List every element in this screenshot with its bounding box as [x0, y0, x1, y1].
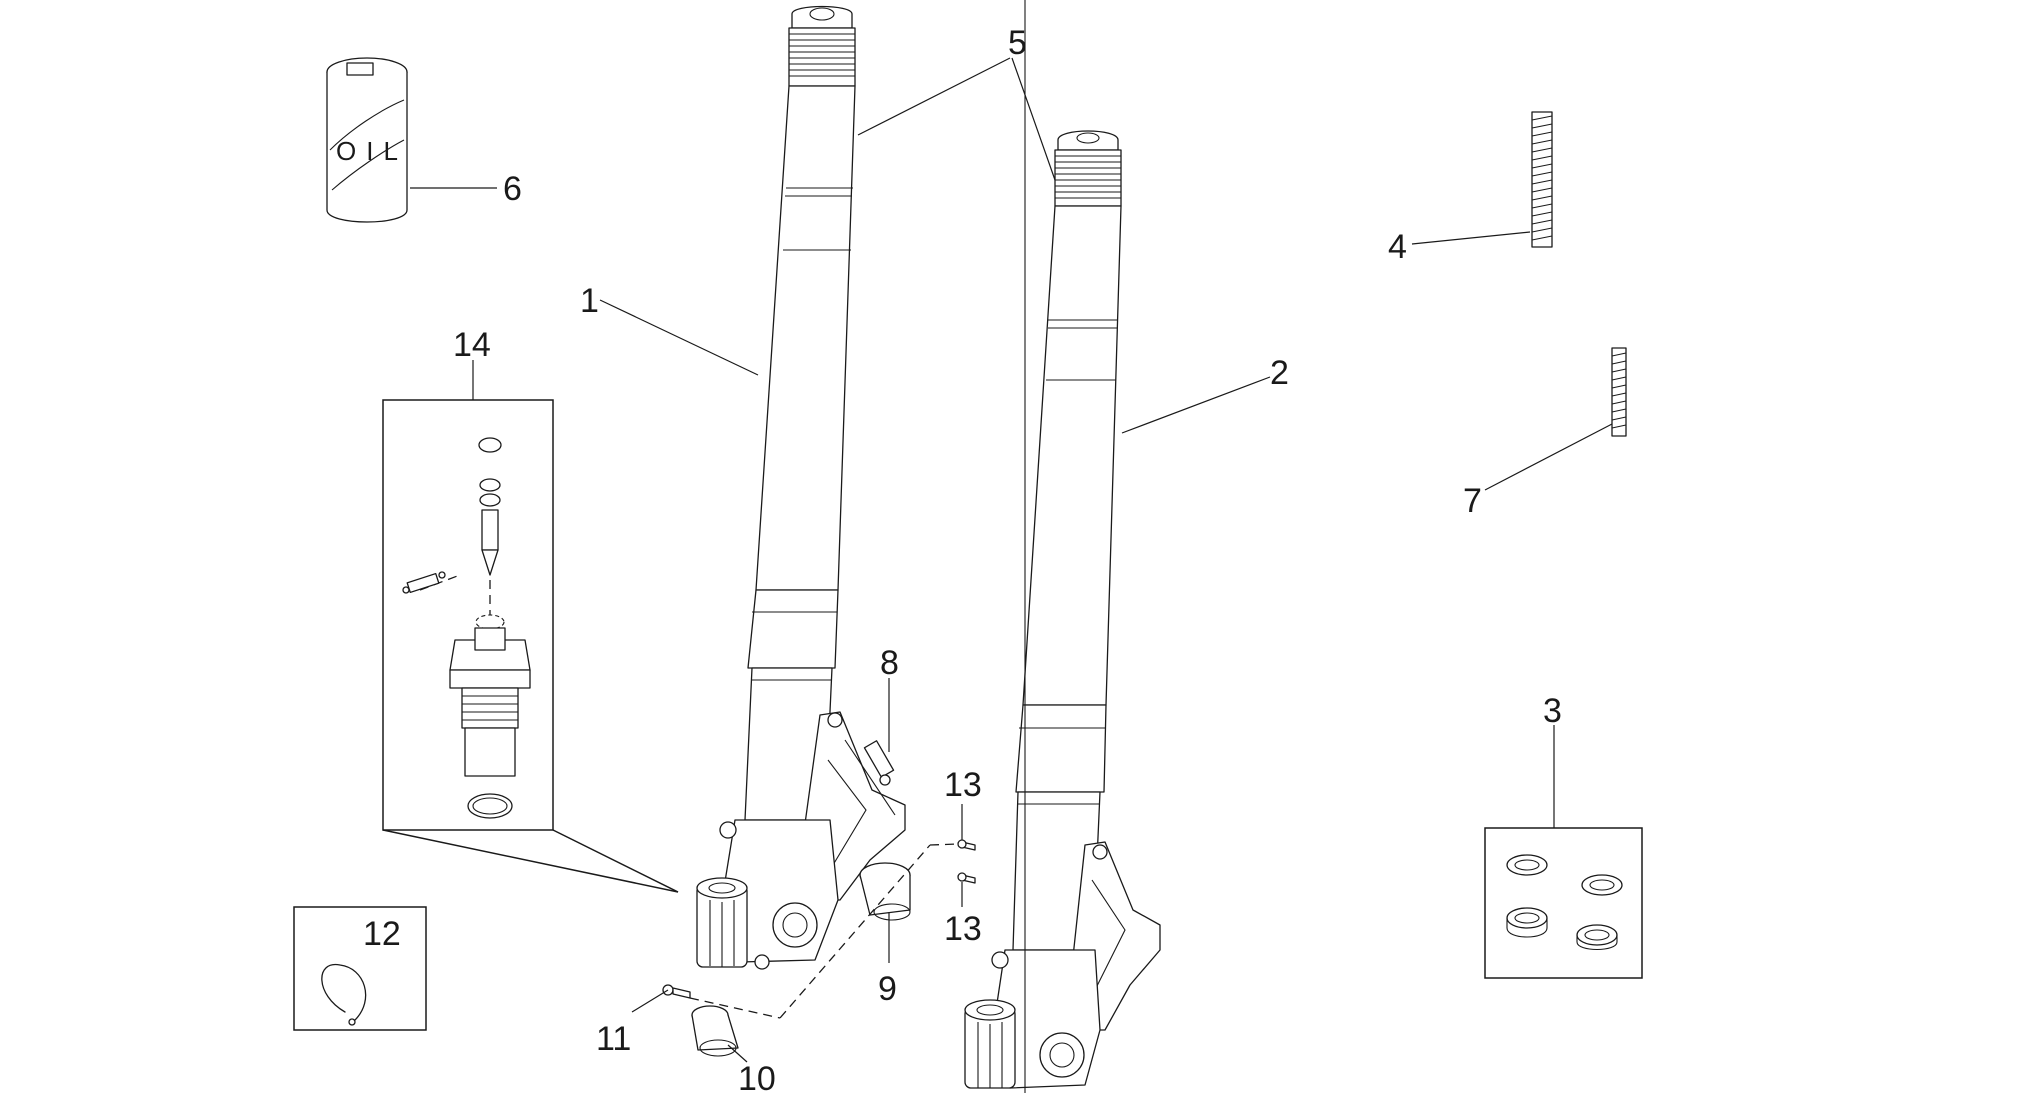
seal-rings	[1506, 854, 1623, 951]
leader-lines	[410, 57, 1613, 1063]
callout-labels: 1 2 3 4 5 6 7 8 9 10 11 12 13 13 14	[363, 24, 1562, 1093]
axle-clamp[interactable]	[859, 862, 911, 921]
callout-2: 2	[1270, 354, 1289, 392]
callout-10: 10	[738, 1060, 776, 1093]
clamp-bolt-upper[interactable]	[929, 839, 976, 851]
callout-11: 11	[596, 1020, 631, 1058]
small-spring[interactable]	[1611, 347, 1627, 437]
left-fork-leg[interactable]	[696, 5, 906, 970]
callout-1: 1	[580, 282, 599, 320]
callout-8: 8	[880, 644, 899, 682]
callout-6: 6	[503, 170, 522, 208]
callout-13-upper: 13	[944, 766, 982, 804]
oil-label: OIL	[336, 136, 408, 166]
axle-spacer[interactable]	[691, 1005, 739, 1057]
callout-3: 3	[1543, 692, 1562, 730]
circlip-kit[interactable]	[293, 906, 427, 1031]
damper-cartridge-kit[interactable]	[382, 399, 679, 893]
seal-kit[interactable]	[1484, 827, 1643, 979]
callout-12: 12	[363, 915, 401, 953]
main-spring[interactable]	[1531, 111, 1553, 248]
callout-5: 5	[1008, 24, 1027, 62]
callout-14: 14	[453, 326, 491, 364]
callout-7: 7	[1463, 482, 1482, 520]
callout-13-lower: 13	[944, 910, 982, 948]
clamp-bolt-lower[interactable]	[957, 872, 976, 884]
callout-4: 4	[1388, 228, 1407, 266]
callout-9: 9	[878, 970, 897, 1008]
right-fork-leg[interactable]	[964, 130, 1161, 1089]
bleed-screw[interactable]	[863, 740, 895, 786]
oil-can[interactable]: OIL	[326, 57, 408, 223]
